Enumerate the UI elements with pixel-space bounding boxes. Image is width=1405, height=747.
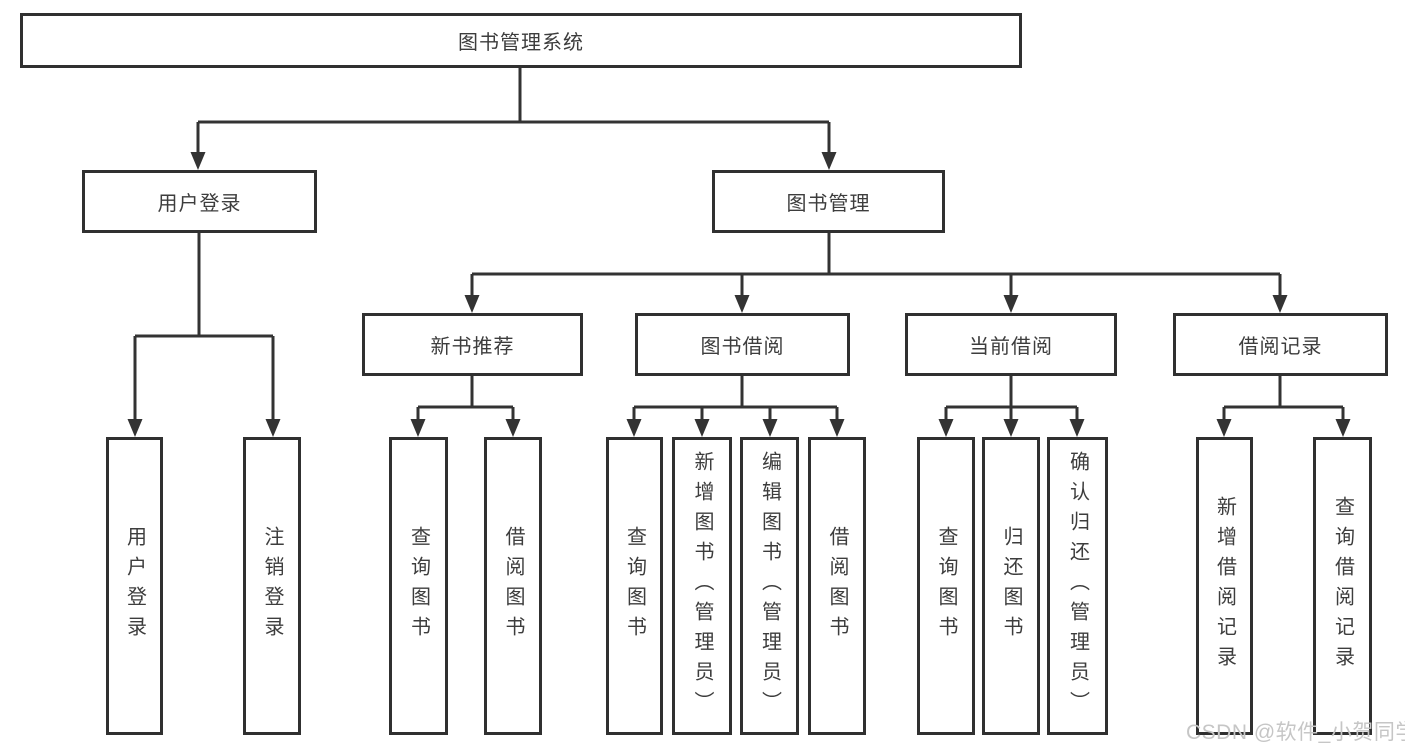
leaf-add-borrow-record: 新增借阅记录 (1196, 437, 1253, 735)
leaf-query-books-current: 查询图书 (917, 437, 975, 735)
leaf-label: 查询借阅记录 (1331, 496, 1354, 676)
node-book-management: 图书管理 (712, 170, 945, 233)
leaf-borrow-books-recommend: 借阅图书 (484, 437, 542, 735)
leaf-borrow-books-borrowing: 借阅图书 (808, 437, 866, 735)
node-label: 用户登录 (157, 193, 242, 215)
node-library-management-system: 图书管理系统 (20, 13, 1022, 68)
node-new-book-recommendation: 新书推荐 (362, 313, 583, 376)
node-label: 图书管理 (786, 193, 871, 215)
node-label: 图书借阅 (700, 336, 785, 358)
node-label: 借阅记录 (1238, 336, 1323, 358)
node-label: 新书推荐 (430, 336, 515, 358)
leaf-label: 查询图书 (623, 526, 646, 646)
leaf-query-books-borrowing: 查询图书 (606, 437, 663, 735)
leaf-label: 借阅图书 (502, 526, 524, 646)
leaf-return-books: 归还图书 (982, 437, 1040, 735)
leaf-label: 注销登录 (261, 526, 283, 646)
leaf-logout: 注销登录 (243, 437, 301, 735)
leaf-query-books-recommend: 查询图书 (389, 437, 448, 735)
leaf-user-login: 用户登录 (106, 437, 163, 735)
leaf-label: 查询图书 (935, 526, 957, 646)
leaf-label: 归还图书 (1000, 526, 1022, 646)
node-user-login: 用户登录 (82, 170, 317, 233)
leaf-label: 查询图书 (407, 526, 430, 646)
leaf-query-borrow-record: 查询借阅记录 (1313, 437, 1372, 735)
leaf-label: 新增借阅记录 (1213, 496, 1236, 676)
node-current-borrowing: 当前借阅 (905, 313, 1117, 376)
leaf-label: 编辑图书（管理员） (758, 451, 781, 721)
leaf-add-books-admin: 新增图书（管理员） (672, 437, 732, 735)
node-label: 当前借阅 (969, 336, 1053, 358)
leaf-label: 借阅图书 (826, 526, 848, 646)
leaf-edit-books-admin: 编辑图书（管理员） (740, 437, 799, 735)
leaf-confirm-return-admin: 确认归还（管理员） (1047, 437, 1108, 735)
node-borrowing-records: 借阅记录 (1173, 313, 1388, 376)
leaf-label: 确认归还（管理员） (1066, 451, 1089, 721)
node-book-borrowing: 图书借阅 (635, 313, 850, 376)
leaf-label: 用户登录 (123, 526, 146, 646)
node-label: 图书管理系统 (458, 32, 584, 54)
leaf-label: 新增图书（管理员） (691, 451, 713, 721)
csdn-watermark: CSDN @软件_小贺同学 (1186, 721, 1405, 744)
